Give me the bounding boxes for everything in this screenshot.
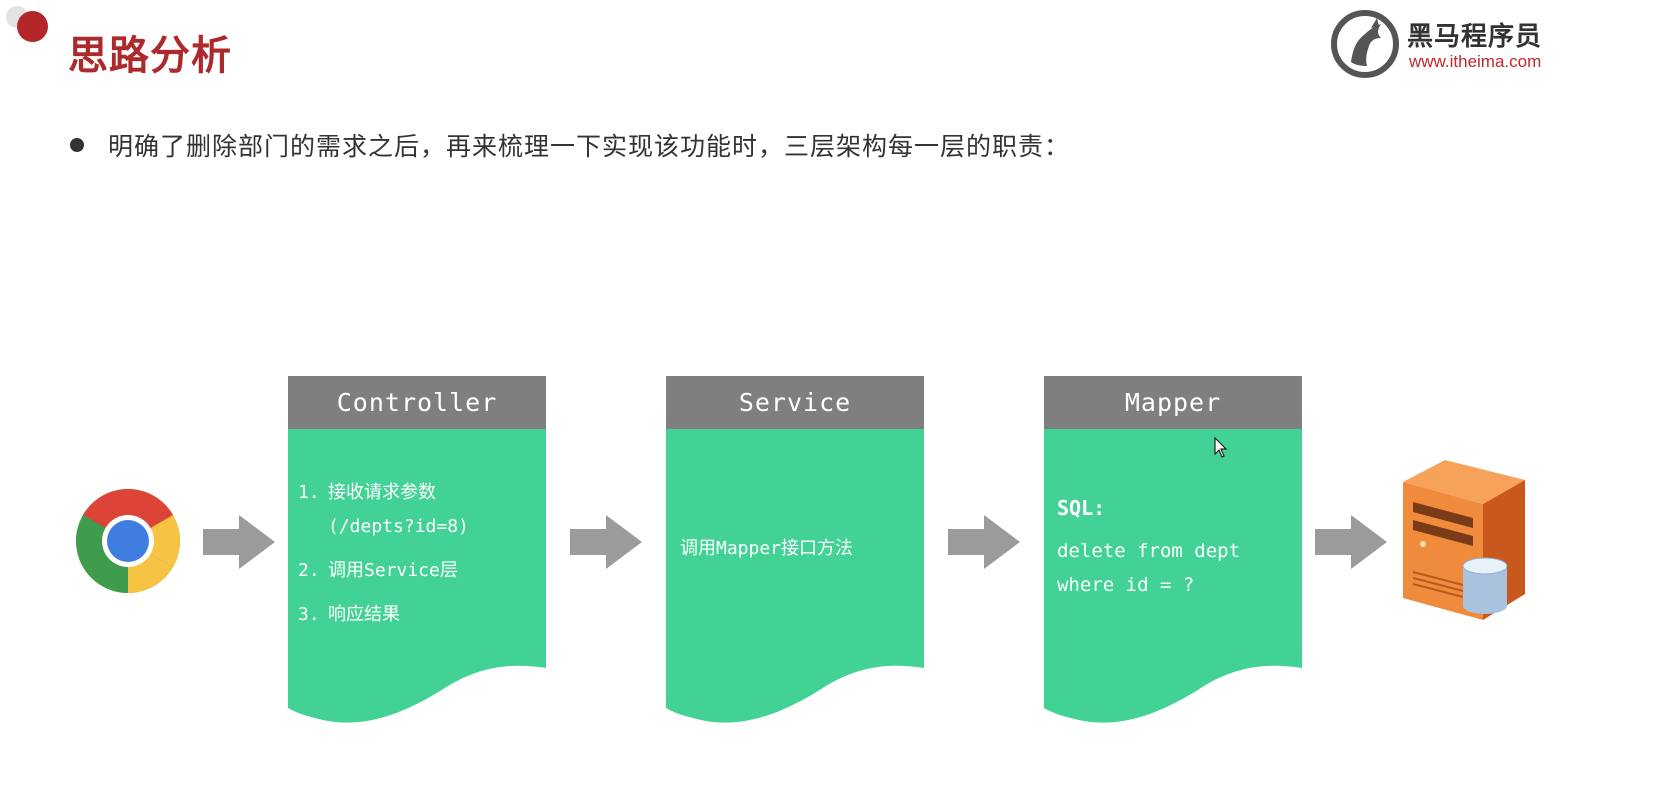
arrow-right-icon	[570, 515, 642, 569]
bullet-dot-icon	[70, 138, 84, 152]
controller-document-shape	[288, 376, 546, 723]
step-number: 3.	[298, 604, 320, 625]
arrow-right-icon	[203, 515, 275, 569]
decoration-dot-red	[17, 11, 48, 42]
controller-steps: 1. 接收请求参数 (/depts?id=8) 2. 调用Service层 3.…	[298, 476, 538, 642]
controller-step: 1. 接收请求参数	[298, 476, 538, 510]
page-title: 思路分析	[68, 33, 232, 79]
mapper-header: Mapper	[1044, 376, 1302, 429]
step-text: (/depts?id=8)	[328, 516, 469, 537]
controller-layer: Controller 1. 接收请求参数 (/depts?id=8) 2. 调用…	[288, 376, 546, 726]
mouse-cursor-icon	[1214, 437, 1228, 458]
mapper-layer: Mapper SQL: delete from dept where id = …	[1044, 376, 1302, 726]
arrow-right-icon	[948, 515, 1020, 569]
controller-step: 3. 响应结果	[298, 598, 538, 632]
step-text: 调用Service层	[328, 560, 458, 581]
controller-step: 2. 调用Service层	[298, 554, 538, 588]
sql-label: SQL:	[1057, 496, 1106, 520]
mapper-document-shape	[1044, 376, 1302, 723]
sql-line: where id = ?	[1057, 574, 1195, 596]
step-text: 响应结果	[328, 604, 400, 625]
step-number: 2.	[298, 560, 320, 581]
controller-step: (/depts?id=8)	[298, 510, 538, 544]
sql-line: delete from dept	[1057, 540, 1241, 562]
service-description: 调用Mapper接口方法	[680, 538, 854, 559]
bullet-item: 明确了删除部门的需求之后，再来梳理一下实现该功能时，三层架构每一层的职责：	[70, 127, 1070, 163]
service-layer: Service 调用Mapper接口方法	[666, 376, 924, 726]
logo-url: www.itheima.com	[1409, 52, 1542, 71]
database-server-icon	[1403, 460, 1525, 620]
bullet-text: 明确了删除部门的需求之后，再来梳理一下实现该功能时，三层架构每一层的职责：	[108, 132, 1071, 161]
logo-name: 黑马程序员	[1407, 22, 1543, 52]
itheima-logo: 黑马程序员 www.itheima.com	[1331, 10, 1571, 78]
step-number: 1.	[298, 482, 320, 503]
arrow-right-icon	[1315, 515, 1387, 569]
service-header: Service	[666, 376, 924, 429]
step-text: 接收请求参数	[328, 482, 436, 503]
controller-header: Controller	[288, 376, 546, 429]
service-document-shape	[666, 376, 924, 723]
chrome-browser-icon	[76, 489, 180, 593]
horse-logo-icon	[1331, 10, 1399, 78]
